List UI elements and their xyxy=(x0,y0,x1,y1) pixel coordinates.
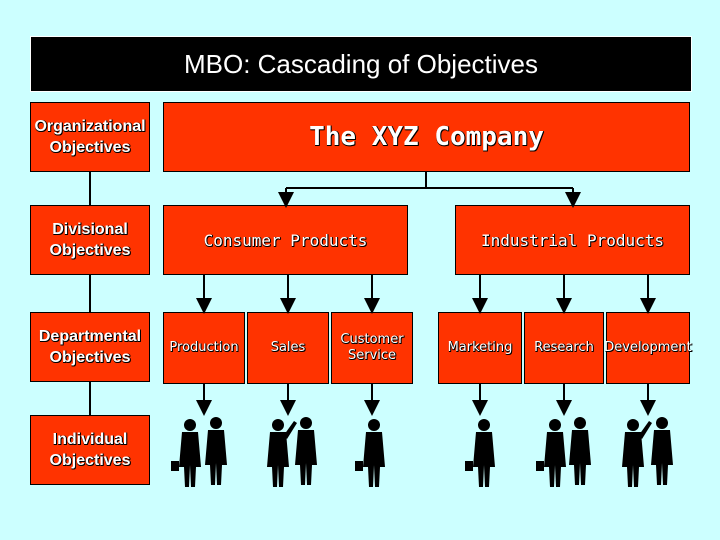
person-icon xyxy=(651,417,673,485)
dept-production-label: Production xyxy=(169,340,239,355)
dept-sales-label: Sales xyxy=(270,340,306,355)
person-icon xyxy=(295,417,317,485)
person-icon xyxy=(205,417,227,485)
person-icon xyxy=(569,417,591,485)
company-box: The XYZ Company xyxy=(163,102,690,172)
level-departmental-label: Departmental Objectives xyxy=(38,328,142,366)
person-icon xyxy=(536,419,566,487)
dept-sales: Sales xyxy=(247,312,329,384)
dept-research: Research xyxy=(524,312,604,384)
dept-customer-service-label: Customer Service xyxy=(340,332,404,363)
dept-production: Production xyxy=(163,312,245,384)
dept-research-label: Research xyxy=(534,340,594,355)
division-consumer: Consumer Products xyxy=(163,205,408,275)
level-individual-label: Individual Objectives xyxy=(49,431,131,469)
person-icon xyxy=(355,419,385,487)
level-organizational: Organizational Objectives xyxy=(30,102,150,172)
dept-development-label: Development xyxy=(604,340,692,355)
level-organizational-label: Organizational Objectives xyxy=(34,118,146,156)
level-departmental: Departmental Objectives xyxy=(30,312,150,382)
dept-marketing: Marketing xyxy=(438,312,522,384)
division-industrial-label: Industrial Products xyxy=(480,230,665,250)
person-icon xyxy=(622,419,652,487)
person-icon xyxy=(465,419,495,487)
level-divisional-label: Divisional Objectives xyxy=(49,221,131,259)
level-divisional: Divisional Objectives xyxy=(30,205,150,275)
slide-title: MBO: Cascading of Objectives xyxy=(30,36,692,92)
level-individual: Individual Objectives xyxy=(30,415,150,485)
division-consumer-label: Consumer Products xyxy=(203,230,368,250)
company-label: The XYZ Company xyxy=(309,122,544,152)
dept-development: Development xyxy=(604,312,692,384)
division-industrial: Industrial Products xyxy=(455,205,690,275)
person-icon xyxy=(171,419,201,487)
person-icon xyxy=(267,419,297,487)
dept-marketing-label: Marketing xyxy=(447,340,513,355)
